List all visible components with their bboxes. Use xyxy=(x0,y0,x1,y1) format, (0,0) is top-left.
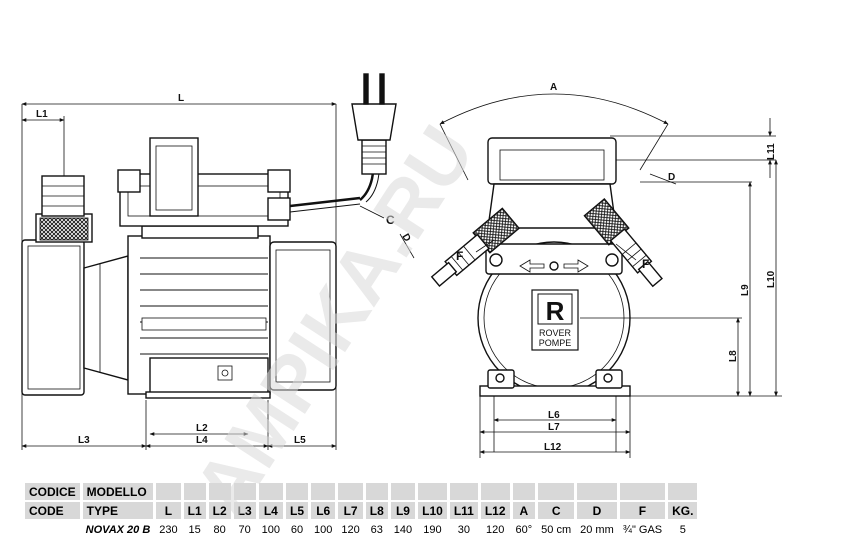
front-view xyxy=(430,137,663,397)
header-L4: L4 xyxy=(258,502,284,519)
cell-L11: 30 xyxy=(457,523,470,536)
label-F-left: F xyxy=(456,249,463,263)
label-L5: L5 xyxy=(294,435,306,446)
label-L8: L8 xyxy=(728,350,739,362)
label-C: C xyxy=(386,213,395,227)
front-view-dimensions xyxy=(399,93,782,458)
cell-L1: 15 xyxy=(188,523,201,536)
label-D-left: D xyxy=(399,232,412,244)
cell-A: 60° xyxy=(515,523,533,536)
header-kg: KG. xyxy=(668,502,698,519)
label-L3: L3 xyxy=(78,435,90,446)
header-L1: L1 xyxy=(183,502,206,519)
table-header-row-1: CODICE MODELLO xyxy=(25,483,698,500)
label-L9: L9 xyxy=(740,284,751,296)
label-A: A xyxy=(550,82,557,93)
cell-L3: 70 xyxy=(238,523,251,536)
header-L5: L5 xyxy=(286,502,309,519)
cell-C: 50 cm xyxy=(541,523,572,536)
cell-F: ¾" GAS xyxy=(622,523,663,536)
label-L1: L1 xyxy=(36,109,48,120)
label-L2: L2 xyxy=(196,423,208,434)
side-view xyxy=(21,73,397,399)
header-L11: L11 xyxy=(449,502,478,519)
pump-technical-drawing: L L1 L2 L3 L4 L5 C xyxy=(21,73,782,458)
header-A: A xyxy=(512,502,536,519)
header-L7: L7 xyxy=(338,502,363,519)
header-code: CODE xyxy=(25,502,80,519)
cell-L12: 120 xyxy=(486,523,505,536)
header-modello: MODELLO xyxy=(82,483,154,500)
label-L4: L4 xyxy=(196,435,208,446)
rover-pompe-logo: R ROVER POMPE xyxy=(531,289,579,351)
label-F-right: F xyxy=(642,257,649,271)
table-header-row-2: CODE TYPE L L1 L2 L3 L4 L5 L6 L7 L8 L9 L… xyxy=(25,502,698,519)
label-D-right: D xyxy=(668,172,675,183)
side-view-dimensions xyxy=(21,102,385,450)
cell-L5: 60 xyxy=(290,523,304,536)
cell-L: 230 xyxy=(159,523,178,536)
header-D: D xyxy=(577,502,617,519)
header-L: L xyxy=(156,502,181,519)
cell-L2: 80 xyxy=(213,523,226,536)
cell-model: NOVAX 20 B xyxy=(85,523,151,536)
label-L12: L12 xyxy=(544,442,562,453)
cell-L7: 120 xyxy=(341,523,360,536)
label-L7: L7 xyxy=(548,422,560,433)
header-C: C xyxy=(538,502,575,519)
label-L11: L11 xyxy=(766,143,777,160)
header-L9: L9 xyxy=(390,502,416,519)
cell-L4: 100 xyxy=(261,523,281,536)
label-L6: L6 xyxy=(548,410,560,421)
header-L3: L3 xyxy=(233,502,256,519)
cell-L9: 140 xyxy=(393,523,413,536)
header-codice: CODICE xyxy=(25,483,80,500)
header-F: F xyxy=(619,502,666,519)
table-row: NOVAX 20 B 230 15 80 70 100 60 100 120 6… xyxy=(25,521,697,538)
label-L: L xyxy=(178,93,184,104)
cell-D: 20 mm xyxy=(580,523,614,536)
cell-L8: 63 xyxy=(370,523,383,536)
header-type: TYPE xyxy=(82,502,154,519)
header-L10: L10 xyxy=(418,502,447,519)
header-L6: L6 xyxy=(311,502,336,519)
logo-letter: R xyxy=(546,296,565,326)
label-L10: L10 xyxy=(766,270,777,288)
header-L8: L8 xyxy=(365,502,388,519)
header-L2: L2 xyxy=(208,502,231,519)
cell-L10: 190 xyxy=(423,523,442,536)
cell-code xyxy=(25,521,80,538)
header-L12: L12 xyxy=(480,502,510,519)
dimensions-table: CODICE MODELLO CODE TYPE L L1 L2 L3 L4 L… xyxy=(22,481,700,540)
cell-L6: 100 xyxy=(314,523,333,536)
logo-line1: ROVER xyxy=(539,328,572,338)
logo-line2: POMPE xyxy=(539,338,572,348)
cell-kg: 5 xyxy=(679,523,686,536)
